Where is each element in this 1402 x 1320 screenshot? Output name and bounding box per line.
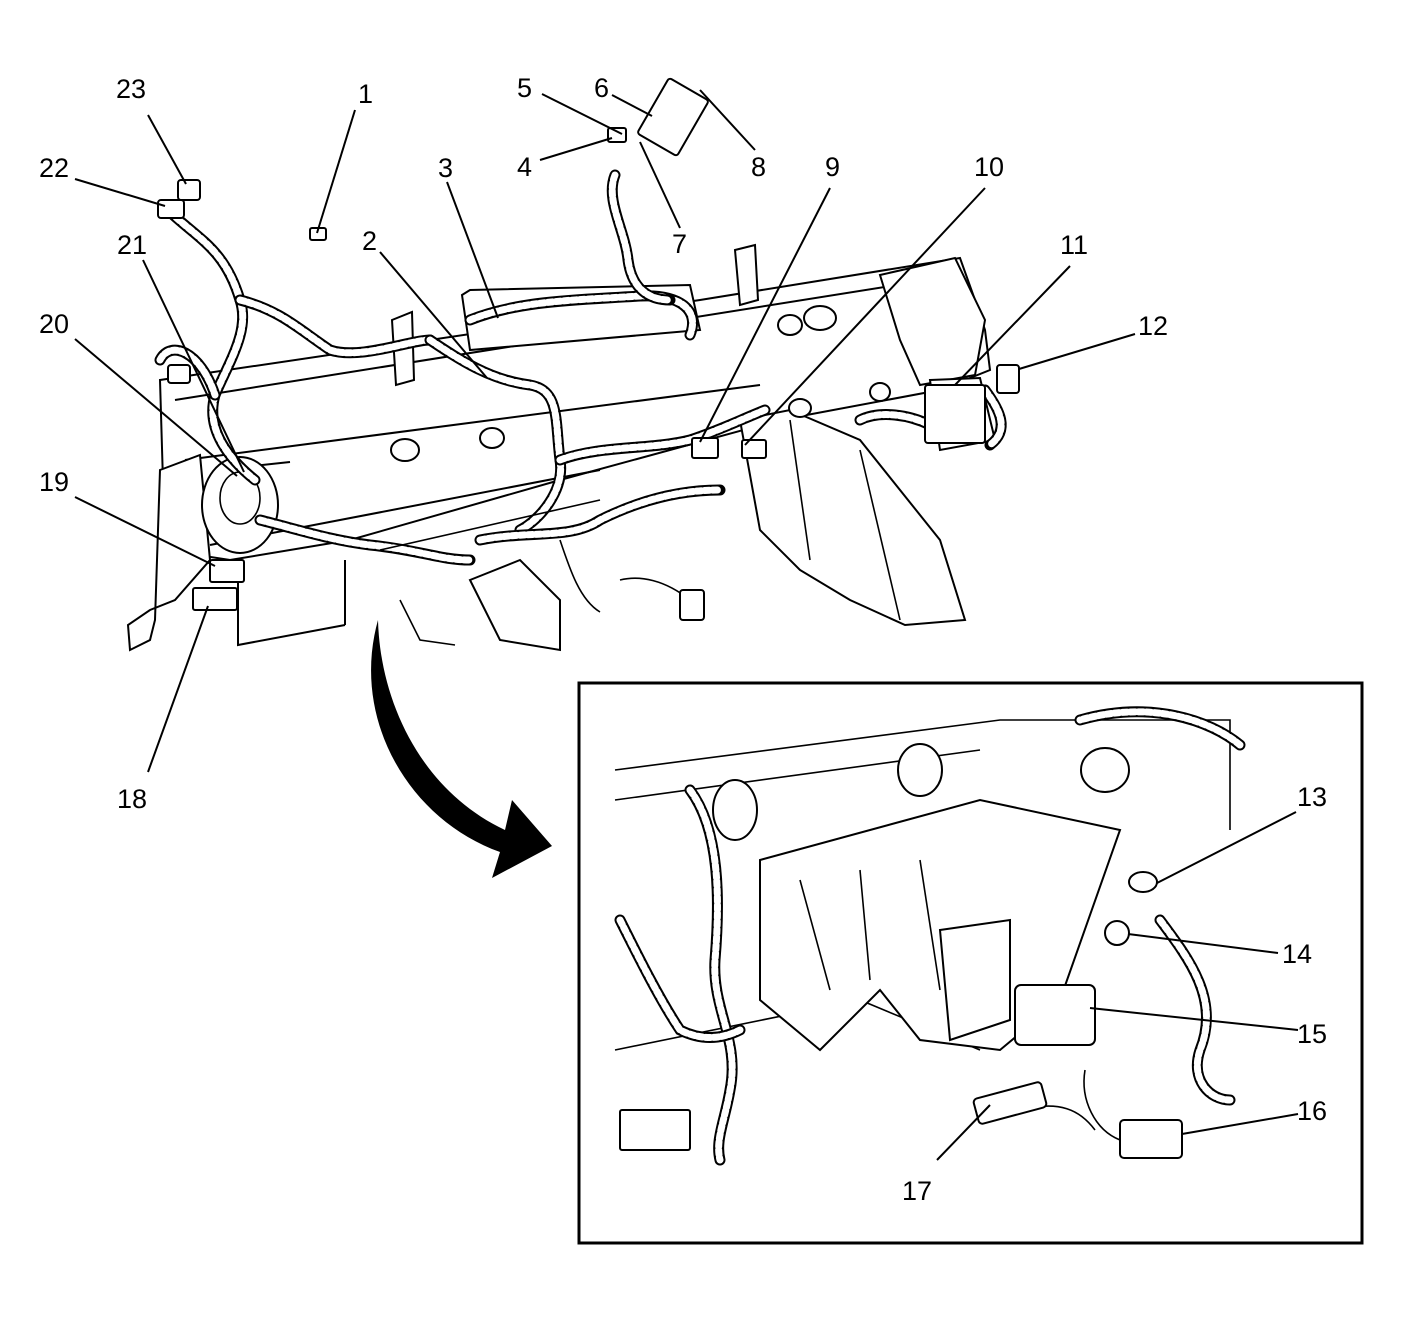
- connector-18: [192, 587, 238, 611]
- callout-19: 19: [39, 467, 69, 497]
- leader-lines: [74, 89, 1299, 1161]
- connector-9: [691, 437, 719, 459]
- connector-lower: [679, 589, 705, 621]
- callout-12: 12: [1138, 311, 1168, 341]
- callout-5: 5: [517, 73, 532, 103]
- detail-content: [614, 706, 1246, 1166]
- connector-6: [637, 77, 709, 157]
- callout-16: 16: [1297, 1096, 1327, 1126]
- callout-7: 7: [672, 229, 687, 259]
- callout-1: 1: [358, 79, 373, 109]
- callout-labels: 1 2 3 4 5 6 7 8 9 10 11 12 13 14 15 16 1…: [39, 73, 1327, 1206]
- connector-22: [157, 199, 185, 219]
- callout-21: 21: [117, 230, 147, 260]
- callout-22: 22: [39, 153, 69, 183]
- connector-17: [972, 1081, 1048, 1125]
- connector-11: [924, 384, 986, 444]
- detail-view: [577, 681, 1364, 1245]
- callout-4: 4: [517, 152, 532, 182]
- connector-5: [607, 127, 627, 143]
- detail-arrow: [371, 620, 552, 878]
- callout-10: 10: [974, 152, 1004, 182]
- callout-2: 2: [362, 226, 377, 256]
- connectors-main: [157, 77, 1020, 621]
- callout-8: 8: [751, 152, 766, 182]
- main-view: [126, 77, 1020, 652]
- callout-15: 15: [1297, 1019, 1327, 1049]
- connector-15: [1014, 984, 1096, 1046]
- callout-11: 11: [1060, 230, 1088, 260]
- callout-23: 23: [116, 74, 146, 104]
- callout-20: 20: [39, 309, 69, 339]
- connector-20: [167, 364, 191, 384]
- connector-23: [177, 179, 201, 201]
- callout-3: 3: [438, 153, 453, 183]
- callout-14: 14: [1282, 939, 1312, 969]
- connector-16: [1119, 1119, 1183, 1159]
- connector-10: [741, 439, 767, 459]
- callout-18: 18: [117, 784, 147, 814]
- connector-12: [996, 364, 1020, 394]
- callout-17: 17: [902, 1176, 932, 1206]
- callout-9: 9: [825, 152, 840, 182]
- connector-19: [209, 559, 245, 583]
- callout-6: 6: [594, 73, 609, 103]
- callout-13: 13: [1297, 782, 1327, 812]
- wiring-harness-main: [154, 169, 1007, 613]
